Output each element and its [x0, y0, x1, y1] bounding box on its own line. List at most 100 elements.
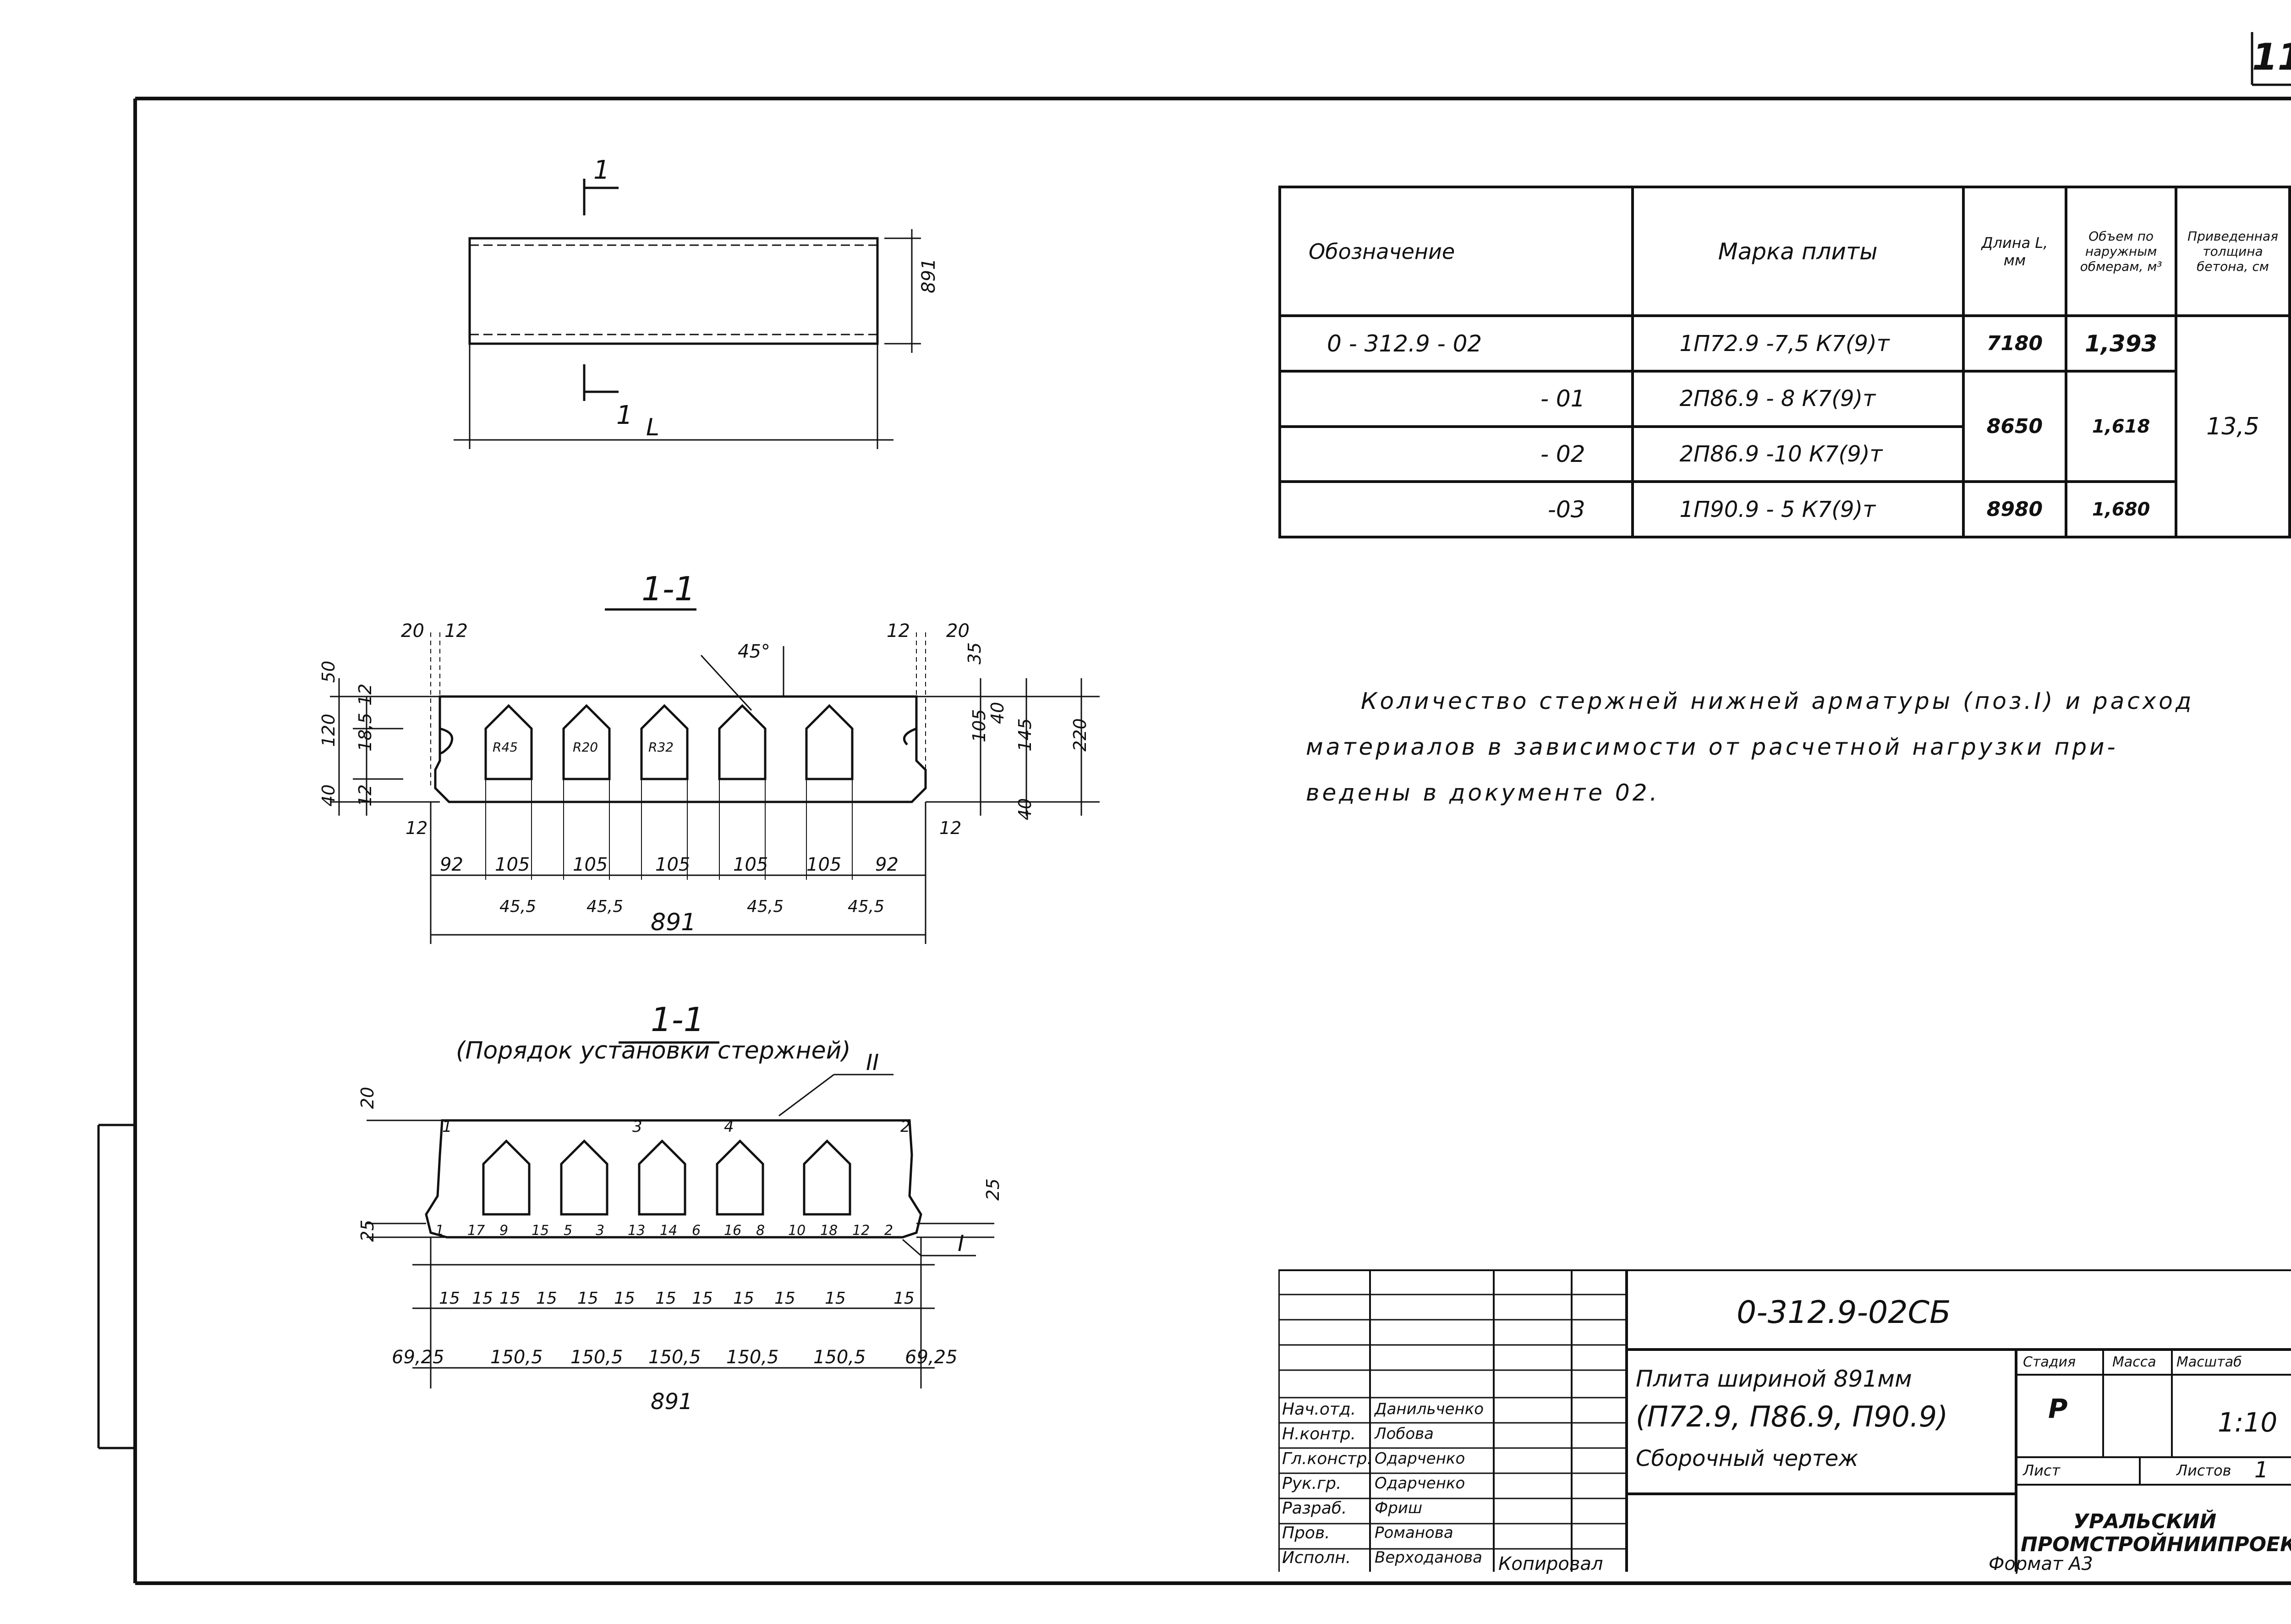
row-designation: - 02	[1278, 425, 1634, 483]
row-volume: 1,393	[2065, 314, 2177, 373]
signature-name: Верходанова	[1375, 1548, 1482, 1567]
bar-number: 17	[467, 1223, 485, 1239]
dim-bar-spacing: 150,5	[490, 1347, 543, 1368]
title-line-2: (П72.9, П86.9, П90.9)	[1636, 1400, 1948, 1433]
dim-void-half: 45,5	[499, 897, 536, 916]
dim-total-891: 891	[651, 909, 696, 936]
footer-format: Формат А3	[1989, 1553, 2093, 1575]
dim-bar-spacing: 150,5	[813, 1347, 866, 1368]
signature-name: Лобова	[1375, 1425, 1434, 1443]
signature-name: Одарченко	[1375, 1474, 1465, 1492]
dim-right-25: 25	[983, 1179, 1003, 1201]
dim-void-half: 45,5	[586, 897, 623, 916]
signature-name: Романова	[1375, 1524, 1453, 1542]
bar-number: 4	[724, 1118, 734, 1136]
dim-left-18-5: 18,5	[355, 713, 375, 752]
dim-left-25: 25	[357, 1220, 378, 1242]
bar-number: 2	[884, 1223, 893, 1239]
length-label: L	[646, 414, 659, 441]
label-II: II	[866, 1050, 879, 1075]
angle-label: 45°	[738, 641, 770, 662]
dim-bar-spacing: 150,5	[726, 1347, 779, 1368]
note-line-3: ведены в документе 02.	[1306, 779, 1660, 806]
sheets-count: 1	[2254, 1457, 2269, 1483]
dim-15: 15	[499, 1289, 521, 1308]
dim-bar-spacing: 69,25	[392, 1347, 444, 1368]
section-mark-top: 1	[593, 155, 610, 185]
hdr-scale: Масштаб	[2176, 1354, 2242, 1370]
sheet-label: Лист	[2023, 1462, 2061, 1479]
section-1-1-bars: 1-1 (Порядок установки стержней) II I 20…	[357, 1000, 1003, 1415]
col-designation: Обозначение	[1278, 185, 1634, 318]
row-designation: - 01	[1278, 370, 1634, 428]
row-designation: -03	[1278, 480, 1634, 538]
dim-15: 15	[692, 1289, 713, 1308]
dim-top-left-20: 20	[401, 620, 424, 642]
title-block: 0-312.9-02СБ Плита шириной 891мм (П72.9,…	[1278, 1269, 2291, 1575]
signature-role: Пров.	[1282, 1524, 1330, 1542]
stage-value: Р	[2048, 1393, 2068, 1424]
dim-left-12: 12	[355, 684, 375, 706]
table-row: -03 1П90.9 - 5 К7(9)т 8980 1,680	[1278, 480, 2290, 538]
col-volume: Объем по наружным обмерам, м³	[2065, 185, 2177, 318]
signature-name: Фриш	[1375, 1499, 1423, 1517]
dim-spacing: 105	[655, 854, 690, 875]
section2-title: 1-1	[651, 1000, 705, 1039]
dim-15: 15	[577, 1289, 598, 1308]
hdr-stage: Стадия	[2023, 1354, 2076, 1370]
signature-role: Нач.отд.	[1282, 1400, 1356, 1419]
org-line-1: УРАЛЬСКИЙ	[2073, 1510, 2217, 1533]
dim-bottom-12-left: 12	[406, 818, 428, 838]
signature-role: Рук.гр.	[1282, 1474, 1342, 1493]
row-mark: 1П72.9 -7,5 К7(9)т	[1631, 314, 1965, 373]
row-volume: 1,618	[2065, 370, 2177, 483]
section-mark-bottom: 1	[616, 401, 633, 430]
radius-r32: R32	[648, 740, 674, 755]
dim-left-12b: 12	[355, 785, 375, 807]
row-mark: 1П90.9 - 5 К7(9)т	[1631, 480, 1965, 538]
signature-role: Разраб.	[1282, 1499, 1347, 1518]
scale-value: 1:10	[2218, 1407, 2278, 1438]
row-volume: 1,680	[2065, 480, 2177, 538]
bar-number: 15	[532, 1223, 549, 1239]
section-1-1: 1-1	[318, 570, 1100, 944]
hdr-mass: Масса	[2112, 1354, 2156, 1370]
note-text: Количество стержней нижней арматуры (поз…	[1306, 678, 2291, 816]
dim-15: 15	[439, 1289, 460, 1308]
dim-right-220: 220	[1070, 718, 1090, 752]
bar-number: 10	[788, 1223, 806, 1239]
dim-spacing: 105	[733, 854, 768, 875]
radius-r20: R20	[573, 740, 598, 755]
dim2-total-891: 891	[651, 1389, 693, 1415]
bar-number: 1	[435, 1223, 444, 1239]
bar-number: 3	[632, 1118, 642, 1136]
title-line-3: Сборочный чертеж	[1636, 1446, 1858, 1471]
dim-spacing: 105	[495, 854, 530, 875]
row-length: 7180	[1962, 314, 2068, 373]
table-row: - 02 2П86.9 -10 К7(9)т	[1278, 425, 2290, 483]
title-line-1: Плита шириной 891мм	[1636, 1366, 1912, 1392]
dim-spacing: 92	[440, 854, 463, 875]
dim-15: 15	[536, 1289, 557, 1308]
row-mark: 2П86.9 - 8 К7(9)т	[1631, 370, 1965, 428]
dim-15: 15	[655, 1289, 676, 1308]
dim-left-40: 40	[318, 785, 339, 807]
signature-role: Н.контр.	[1282, 1425, 1356, 1443]
org-line-2: ПРОМСТРОЙНИИПРОЕКТ	[2021, 1533, 2291, 1556]
table-row: - 01 2П86.9 - 8 К7(9)т 8650 1,618	[1278, 370, 2290, 483]
bar-number: 2	[900, 1118, 910, 1136]
bar-number: 9	[499, 1223, 508, 1239]
col-length: Длина L, мм	[1962, 185, 2068, 318]
bar-number: 3	[596, 1223, 604, 1239]
dim-15: 15	[825, 1289, 846, 1308]
section2-subtitle: (Порядок установки стержней)	[456, 1037, 851, 1064]
bar-number: 16	[724, 1223, 741, 1239]
dim-void-half: 45,5	[747, 897, 784, 916]
dim-15: 15	[733, 1289, 754, 1308]
bar-number: 8	[756, 1223, 765, 1239]
dim-spacing: 92	[875, 854, 899, 875]
dim-bar-spacing: 69,25	[905, 1347, 958, 1368]
dim-right-35: 35	[965, 642, 985, 664]
row-designation: 0 - 312.9 - 02	[1278, 314, 1634, 373]
